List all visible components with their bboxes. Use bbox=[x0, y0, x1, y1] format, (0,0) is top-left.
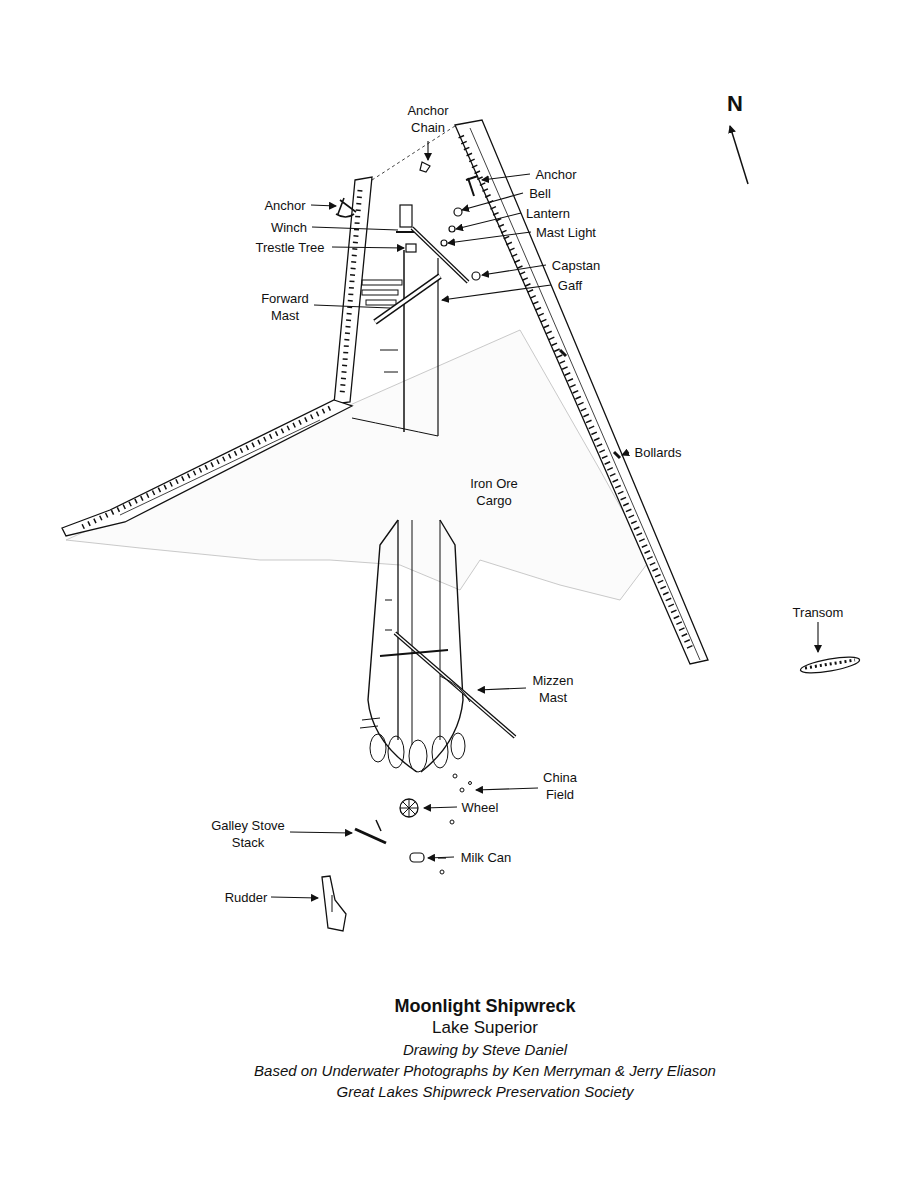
part-label: Wheel bbox=[462, 800, 499, 817]
part-label: Milk Can bbox=[461, 850, 512, 867]
part-label: Lantern bbox=[526, 206, 570, 223]
part-label: Trestle Tree bbox=[256, 240, 325, 257]
part-label: Mizzen Mast bbox=[523, 673, 583, 707]
north-arrow bbox=[730, 126, 748, 184]
caption: Lake Superior bbox=[432, 1017, 538, 1039]
region-label: Iron Ore Cargo bbox=[464, 476, 524, 510]
part-label: Transom bbox=[793, 605, 844, 622]
part-label: Capstan bbox=[552, 258, 600, 275]
part-label: Anchor Chain bbox=[398, 103, 458, 137]
title: Moonlight Shipwreck bbox=[394, 995, 575, 1018]
debris bbox=[322, 654, 861, 931]
credit-line: Drawing by Steve Daniel bbox=[403, 1040, 567, 1060]
part-label: Rudder bbox=[225, 890, 268, 907]
leader-lines bbox=[271, 141, 818, 898]
part-label: Anchor bbox=[264, 198, 305, 215]
starboard-hull bbox=[455, 120, 708, 664]
part-label: China Field bbox=[535, 770, 585, 804]
port-hull bbox=[62, 177, 372, 536]
part-label: Winch bbox=[271, 220, 307, 237]
part-label: Mast Light bbox=[536, 225, 596, 242]
stern-hull bbox=[360, 520, 515, 772]
north-letter: N bbox=[727, 90, 743, 119]
part-label: Forward Mast bbox=[255, 291, 315, 325]
part-label: Bell bbox=[529, 186, 551, 203]
bow-deck bbox=[352, 126, 480, 436]
part-label: Anchor bbox=[535, 167, 576, 184]
part-label: Gaff bbox=[558, 278, 582, 295]
part-label: Galley Stove Stack bbox=[202, 818, 294, 852]
part-label: Bollards bbox=[635, 445, 682, 462]
credit-line: Great Lakes Shipwreck Preservation Socie… bbox=[337, 1082, 634, 1102]
credit-line: Based on Underwater Photographs by Ken M… bbox=[254, 1061, 716, 1081]
